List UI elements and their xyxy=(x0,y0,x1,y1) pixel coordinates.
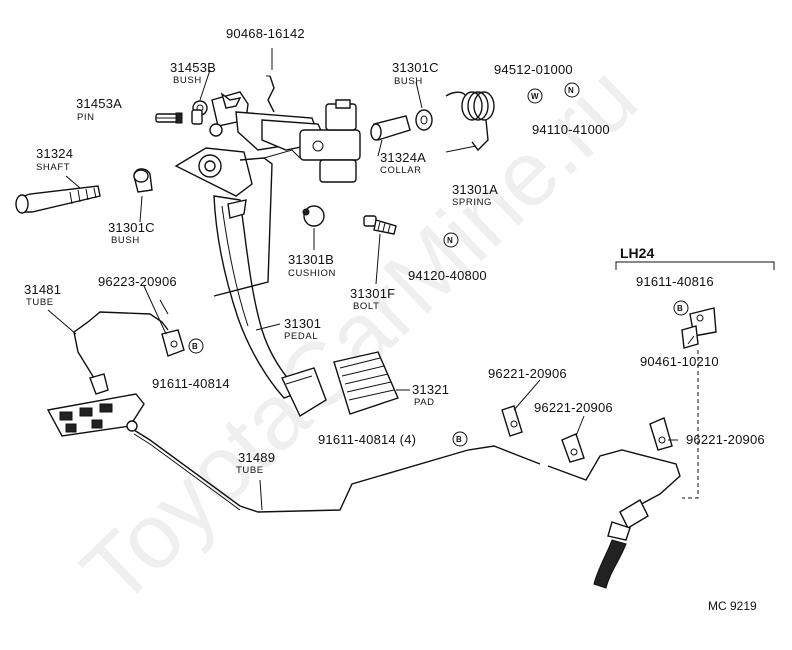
name-31301B: CUSHION xyxy=(288,268,336,279)
flexible-hose-icon xyxy=(593,499,649,589)
bolt-mark-2-label: B xyxy=(456,435,462,444)
label-90468-16142: 90468-16142 xyxy=(226,26,305,41)
label-96221-20906-a: 96221-20906 xyxy=(488,366,567,381)
label-94110-41000: 94110-41000 xyxy=(532,122,610,137)
master-cylinder xyxy=(261,99,361,183)
bolt-mark-icon: B xyxy=(188,338,204,354)
clamp-96221-b-icon xyxy=(561,433,585,463)
pedal-pad-31321-icon xyxy=(333,351,399,415)
clamp-96221-c-icon xyxy=(649,417,673,451)
label-90461-10210: 90461-10210 xyxy=(640,354,719,369)
name-31481: TUBE xyxy=(26,297,54,308)
washer-mark-label: W xyxy=(531,92,539,101)
name-31324: SHAFT xyxy=(36,162,70,173)
nut-mark-label: N xyxy=(568,86,574,95)
label-31321: 31321 xyxy=(412,382,449,397)
label-31301B: 31301B xyxy=(288,252,334,267)
label-91611-40814: 91611-40814 xyxy=(152,376,230,391)
label-96221-20906-c: 96221-20906 xyxy=(686,432,765,447)
name-31301C-left: BUSH xyxy=(111,235,140,246)
name-31453B: BUSH xyxy=(173,75,202,86)
label-91611-40816: 91611-40816 xyxy=(636,274,714,289)
label-31301F: 31301F xyxy=(350,286,395,301)
label-96223-20906: 96223-20906 xyxy=(98,274,177,289)
tube-31489 xyxy=(133,429,541,513)
lh24-group-bracket xyxy=(615,261,775,270)
washer-mark-icon: W xyxy=(527,88,543,104)
name-31301F: BOLT xyxy=(353,301,380,312)
bolt-31301F-icon xyxy=(363,215,397,235)
bush-31453B-icon xyxy=(191,100,208,125)
diagram-code: MC 9219 xyxy=(708,599,757,613)
label-96221-20906-b: 96221-20906 xyxy=(534,400,613,415)
label-31301C-left: 31301C xyxy=(108,220,155,235)
name-31324A: COLLAR xyxy=(380,165,422,176)
tube-31481 xyxy=(73,311,169,379)
cushion-31301B-icon xyxy=(302,205,325,227)
clamp-96221-a-icon xyxy=(501,405,523,437)
name-31301C-top: BUSH xyxy=(394,76,423,87)
union-fitting-icon xyxy=(46,373,145,437)
nut-mark-icon: N xyxy=(564,82,580,98)
label-31481: 31481 xyxy=(24,282,61,297)
leader-lines xyxy=(47,69,695,511)
clip-90468-icon xyxy=(266,75,275,113)
name-31301A: SPRING xyxy=(452,197,492,208)
lh24-dashed-link xyxy=(682,350,699,499)
bolt-mark-label: B xyxy=(192,342,198,351)
label-31301C-top: 31301C xyxy=(392,60,439,75)
clutch-pedal-assembly xyxy=(174,91,327,418)
label-31324: 31324 xyxy=(36,146,73,161)
shaft-31324-icon xyxy=(15,185,101,214)
name-31321: PAD xyxy=(414,397,435,408)
nut-mark-2-label: N xyxy=(447,236,453,245)
bolt-mark-3-label: B xyxy=(677,304,683,313)
label-31324A: 31324A xyxy=(380,150,426,165)
nut-mark-2-icon: N xyxy=(443,232,459,248)
name-31489: TUBE xyxy=(236,465,264,476)
bush-31301C-top-icon xyxy=(415,109,433,131)
name-31453A: PIN xyxy=(77,112,95,123)
label-31453A: 31453A xyxy=(76,96,122,111)
label-31489: 31489 xyxy=(238,450,275,465)
bolt-mark-3-icon: B xyxy=(673,300,689,316)
label-94120-40800: 94120-40800 xyxy=(408,268,487,283)
label-31301A: 31301A xyxy=(452,182,498,197)
spring-31301A-icon xyxy=(445,91,495,152)
label-94512-01000: 94512-01000 xyxy=(494,62,573,77)
clamp-96223-icon xyxy=(161,329,185,357)
label-31301: 31301 xyxy=(284,316,321,331)
label-31453B: 31453B xyxy=(170,60,216,75)
bolt-mark-2-icon: B xyxy=(452,431,468,447)
name-31301: PEDAL xyxy=(284,331,318,342)
collar-31324A-icon xyxy=(370,115,411,141)
variant-label-lh24: LH24 xyxy=(620,245,654,261)
bush-31301C-left-icon xyxy=(133,168,153,193)
linkage-rod xyxy=(213,157,273,297)
clamp-lh24-icon xyxy=(681,307,717,349)
label-91611-40814-4: 91611-40814 (4) xyxy=(318,432,416,447)
